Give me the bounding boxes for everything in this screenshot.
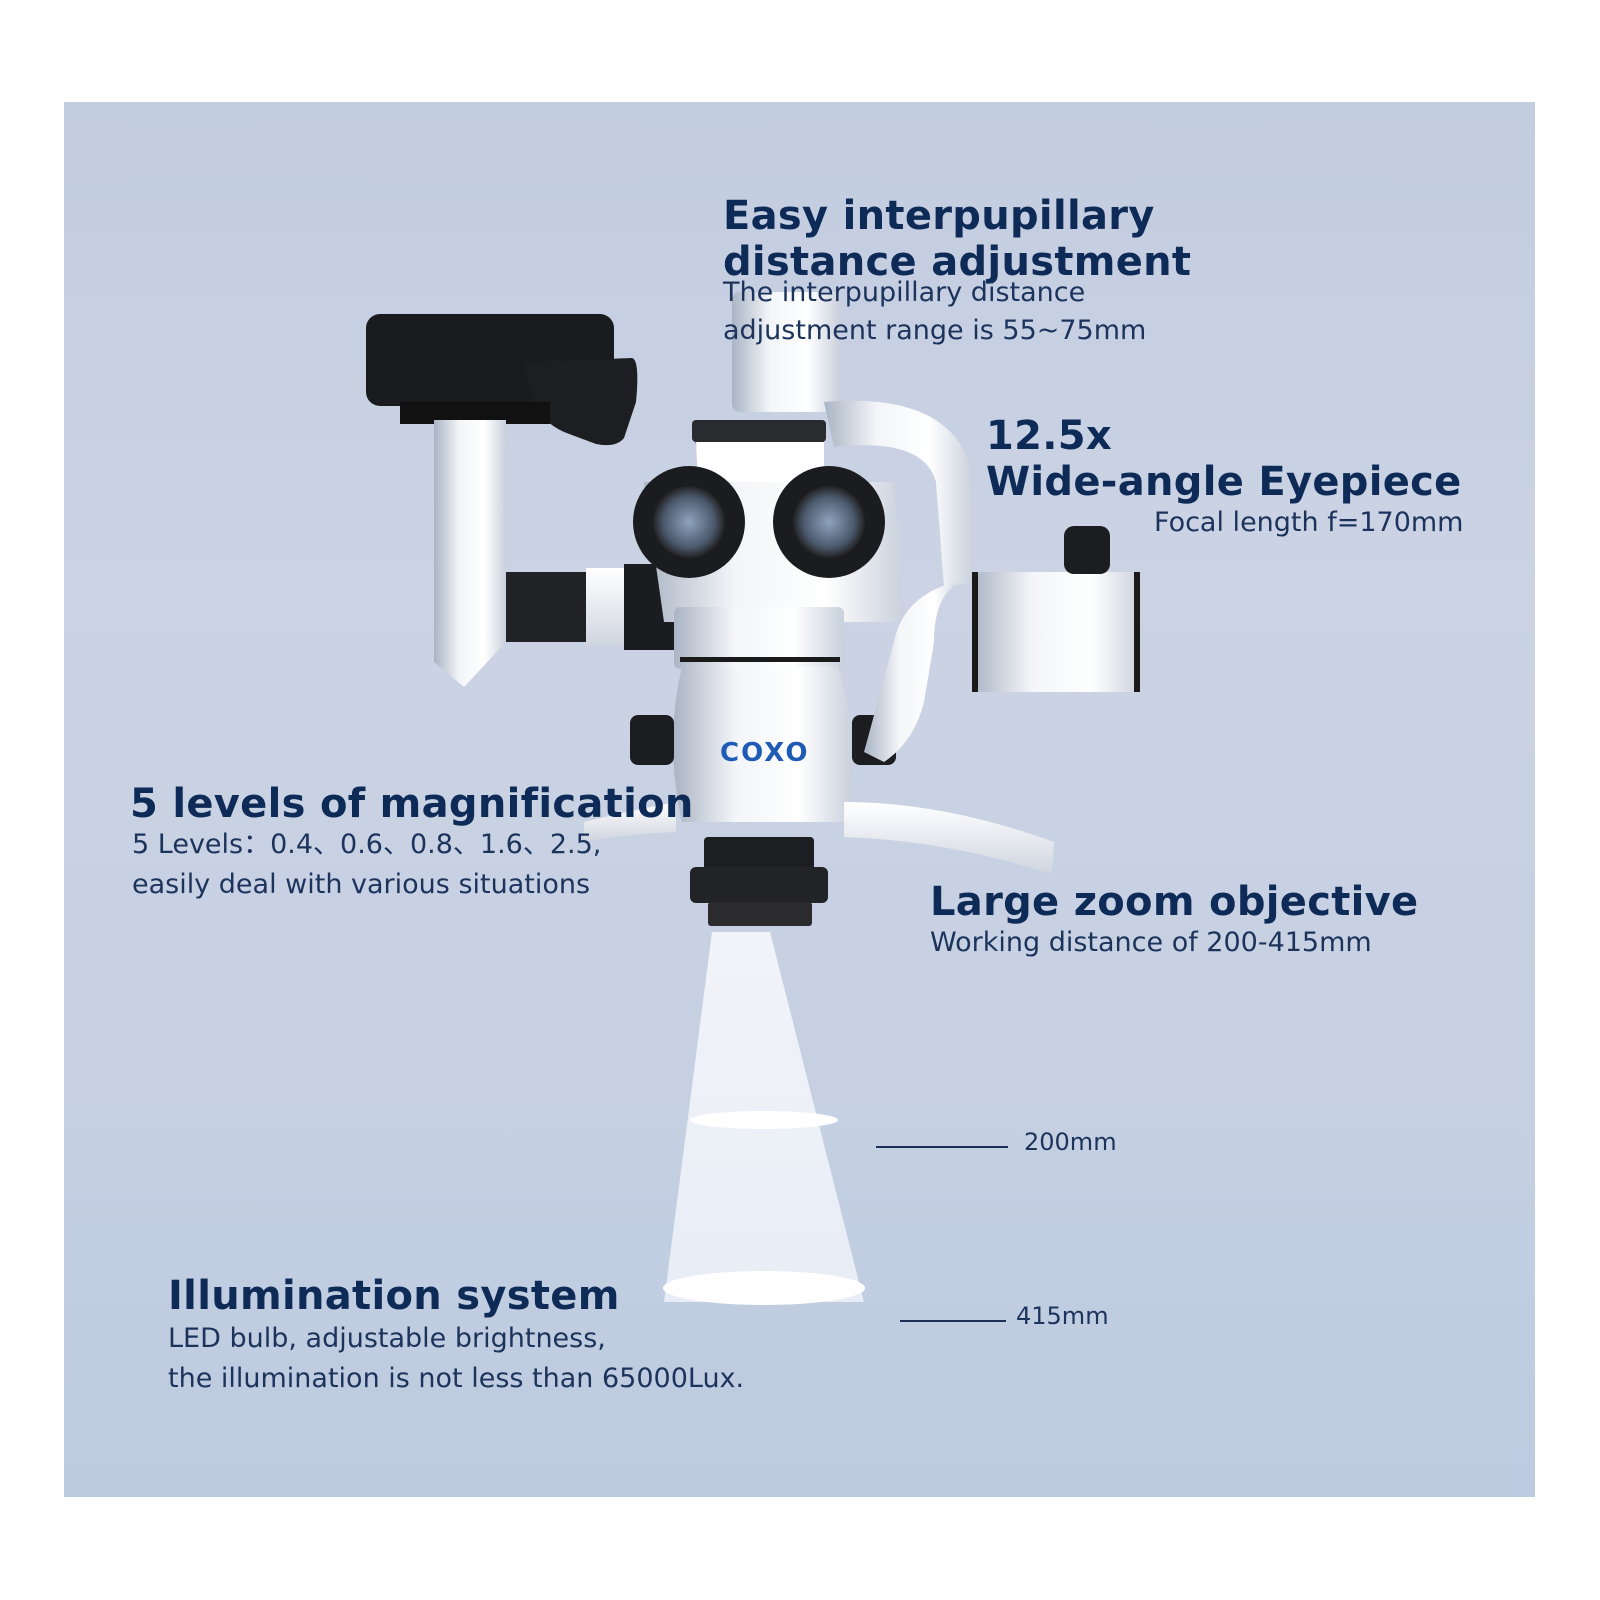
objective-title: Large zoom objective: [930, 879, 1419, 925]
distance-marker-415: 415mm: [1016, 1302, 1109, 1330]
product-panel: COXO Easy interpupillary distance adjust…: [64, 102, 1535, 1497]
interpupillary-title-line1: Easy interpupillary: [723, 193, 1155, 239]
distance-marker-line-200: [876, 1146, 1008, 1148]
magnification-desc-line2: easily deal with various situations: [132, 869, 591, 900]
interpupillary-desc-line1: The interpupillary distance: [723, 277, 1086, 308]
illumination-desc-line2: the illumination is not less than 65000L…: [168, 1363, 745, 1394]
brand-logo: COXO: [720, 738, 810, 768]
interpupillary-desc-line2: adjustment range is 55~75mm: [723, 315, 1147, 346]
distance-marker-200: 200mm: [1024, 1128, 1117, 1156]
illumination-desc-line1: LED bulb, adjustable brightness,: [168, 1323, 606, 1354]
eyepiece-desc-line1: Focal length f=170mm: [1154, 507, 1464, 538]
magnification-title: 5 levels of magnification: [130, 781, 694, 827]
interpupillary-title-line2: distance adjustment: [723, 239, 1192, 285]
objective-desc-line1: Working distance of 200-415mm: [930, 927, 1372, 958]
illumination-title: Illumination system: [168, 1273, 620, 1319]
magnification-desc-line1: 5 Levels：0.4、0.6、0.8、1.6、2.5,: [132, 829, 602, 860]
microscope-illustration: [366, 292, 1142, 1305]
eyepiece-title-line2: Wide-angle Eyepiece: [986, 459, 1462, 505]
distance-marker-line-415: [900, 1320, 1006, 1322]
eyepiece-title-line1: 12.5x: [986, 413, 1112, 459]
